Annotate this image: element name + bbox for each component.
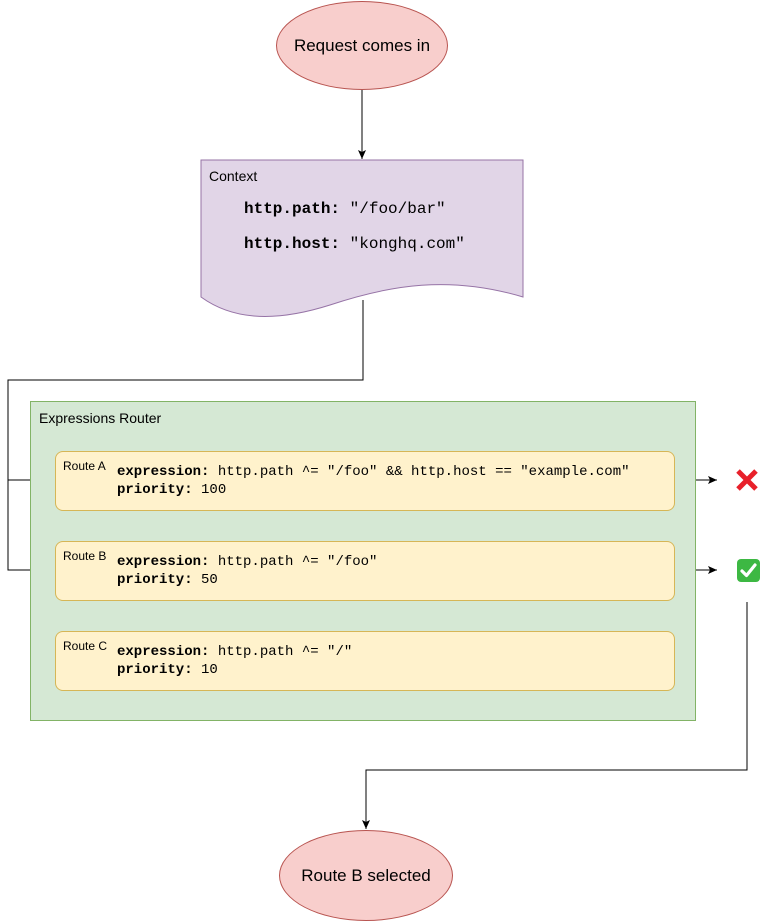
context-field-path: http.path: "/foo/bar" xyxy=(244,200,446,218)
colon: : xyxy=(330,235,341,253)
priority-value: 100 xyxy=(201,482,227,498)
router-label: Expressions Router xyxy=(39,410,162,426)
route-priority: priority: 50 xyxy=(117,572,218,588)
context-key: http.host xyxy=(244,235,331,253)
route-priority: priority: 100 xyxy=(117,482,226,498)
check-icon xyxy=(735,557,761,583)
expression-value: http.path ^= "/foo" xyxy=(217,554,378,570)
expressions-router: Expressions Router Route A expression: h… xyxy=(30,401,696,721)
x-icon xyxy=(733,466,761,494)
colon: : xyxy=(201,464,210,480)
expression-value: http.path ^= "/foo" && http.host == "exa… xyxy=(217,464,630,480)
route-expression: expression: http.path ^= "/foo" && http.… xyxy=(117,464,630,480)
priority-key: priority xyxy=(117,572,185,588)
colon: : xyxy=(330,200,341,218)
context-value: "/foo/bar" xyxy=(349,200,446,218)
start-label: Request comes in xyxy=(293,35,431,55)
expression-key: expression xyxy=(117,644,202,660)
route-priority: priority: 10 xyxy=(117,662,218,678)
context-value: "konghq.com" xyxy=(349,235,465,253)
edge-context-to-route-a xyxy=(7,300,364,484)
context-field-host: http.host: "konghq.com" xyxy=(244,235,465,253)
route-expression: expression: http.path ^= "/foo" xyxy=(117,554,377,570)
context-key: http.path xyxy=(244,200,331,218)
priority-value: 50 xyxy=(201,572,218,588)
route-a: Route A expression: http.path ^= "/foo" … xyxy=(55,451,675,511)
context-shape xyxy=(200,159,524,317)
context-label: Context xyxy=(209,168,258,184)
priority-value: 10 xyxy=(201,662,218,678)
colon: : xyxy=(201,644,210,660)
colon: : xyxy=(184,572,193,588)
expression-key: expression xyxy=(117,464,202,480)
selected-label: Route B selected xyxy=(301,865,431,885)
expression-value: http.path ^= "/" xyxy=(217,644,353,660)
route-name: Route C xyxy=(63,639,108,653)
selected-node: Route B selected xyxy=(279,830,453,921)
colon: : xyxy=(184,482,193,498)
colon: : xyxy=(184,662,193,678)
colon: : xyxy=(201,554,210,570)
priority-key: priority xyxy=(117,482,185,498)
edge-result-to-selected xyxy=(362,602,748,829)
route-name: Route B xyxy=(63,549,107,563)
route-name: Route A xyxy=(63,459,106,473)
expression-key: expression xyxy=(117,554,202,570)
route-c: Route C expression: http.path ^= "/" pri… xyxy=(55,631,675,691)
priority-key: priority xyxy=(117,662,185,678)
start-node: Request comes in xyxy=(276,1,448,90)
route-expression: expression: http.path ^= "/" xyxy=(117,644,352,660)
route-b: Route B expression: http.path ^= "/foo" … xyxy=(55,541,675,601)
